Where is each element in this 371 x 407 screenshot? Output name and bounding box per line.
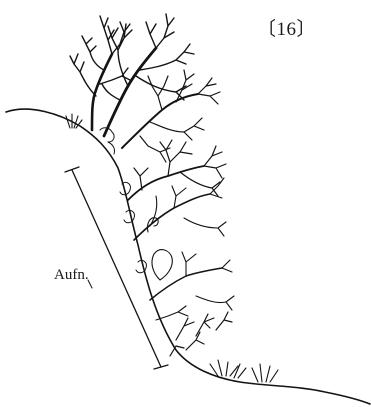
measurement-label: Aufn. <box>54 267 89 284</box>
shrub-lower <box>150 250 234 320</box>
herbs-slope-foot <box>170 312 232 356</box>
figure-number: 〔16〕 <box>257 14 316 41</box>
shrub-upper-right <box>122 70 220 162</box>
tree-left <box>70 16 130 130</box>
tree-middle <box>128 140 226 200</box>
tree-center <box>102 14 194 136</box>
